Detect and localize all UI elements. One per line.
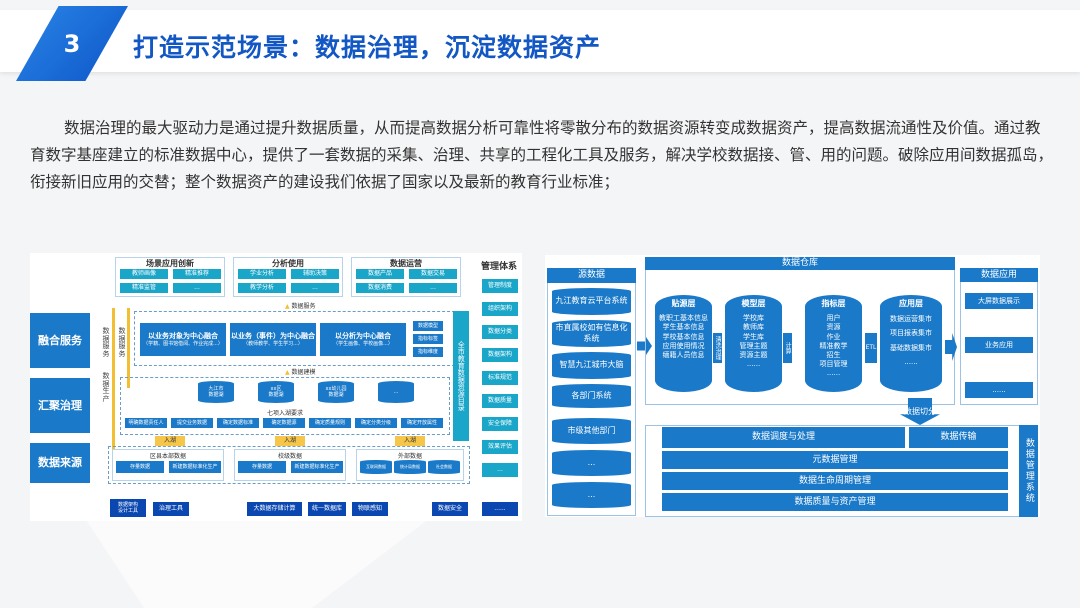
layer-aggregation-governance: 汇聚治理 bbox=[30, 378, 90, 433]
layer-data-source: 数据来源 bbox=[30, 443, 90, 483]
page-title: 打造示范场景：数据治理，沉淀数据资产 bbox=[133, 33, 602, 62]
right-warehouse-diagram: 源数据 九江教育云平台系统 市直属校如有信息化系统 智慧九江城市大脑 各部门系统… bbox=[545, 255, 1040, 517]
label-data-service-outer: 数据服务 bbox=[102, 327, 110, 359]
data-source-zone bbox=[108, 446, 470, 484]
data-lake-zone bbox=[120, 377, 450, 435]
label-data-service-inner: 数据服务 bbox=[118, 327, 126, 359]
header-bar bbox=[0, 10, 1080, 72]
mgmt-system-title: 管理体系 bbox=[480, 262, 517, 272]
left-architecture-diagram: 融合服务 汇聚治理 数据来源 数据服务 数据生产 数据服务 场景应用创新 教师画… bbox=[30, 253, 522, 521]
arrow-data-model: ▲ 数据建模 bbox=[285, 369, 316, 376]
intro-paragraph: 数据治理的最大驱动力是通过提升数据质量，从而提高数据分析可靠性将零散分布的数据资… bbox=[30, 119, 1054, 191]
data-flow-line-inner bbox=[127, 308, 130, 388]
data-flow-line-outer bbox=[112, 308, 115, 468]
layer-fusion-service: 融合服务 bbox=[30, 313, 90, 368]
arrow-data-service: ▲ 数据服务 bbox=[285, 303, 316, 310]
citywide-catalog: 全市教育数据资源目录 bbox=[453, 311, 469, 441]
label-data-production: 数据生产 bbox=[102, 372, 110, 404]
